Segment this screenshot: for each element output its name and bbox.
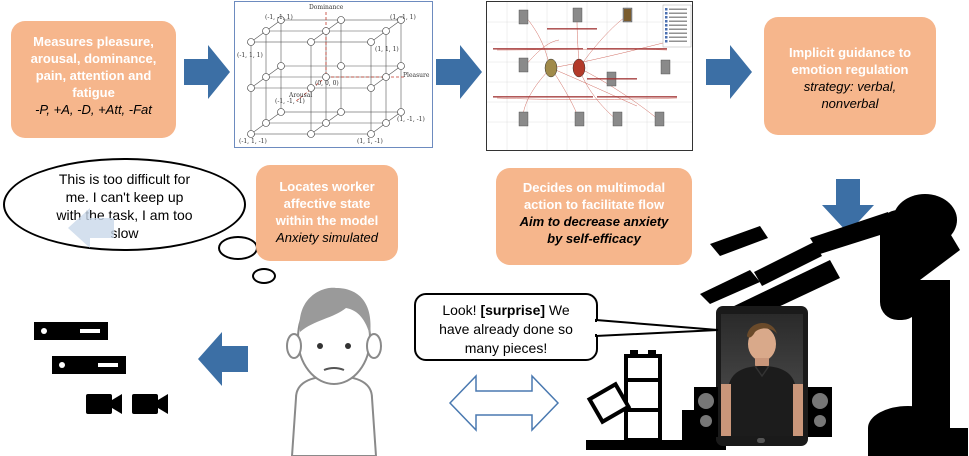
thought-dot-large [218,236,258,260]
corner-label-c2: (1, -1, 1) [390,14,416,21]
faded-arrow [68,208,114,248]
thought-line4: slow [110,225,139,241]
decides-line2: action to facilitate flow [523,197,665,212]
measures-box: Measures pleasure, arousal, dominance, p… [11,21,176,138]
locates-line3: within the model [275,213,379,228]
speech-line1-post: We [545,302,570,318]
arrow-right-1 [184,45,230,99]
origin-label: (0, 0, 0) [315,80,339,87]
axis-dominance: Dominance [309,4,344,11]
corner-label-c6: (1, -1, -1) [397,116,425,123]
sensors-icon [34,322,168,414]
axis-pleasure: Pleasure [403,72,430,79]
pad-cube-diagram [247,12,405,138]
network-diagram [487,2,692,150]
measures-line4: fatigue [72,85,115,100]
arrow-left [198,332,248,386]
guidance-italic1: strategy: verbal, [803,79,897,94]
thought-bubble: This is too difficult for me. I can't ke… [3,158,246,251]
corner-label-c3: (-1, 1, 1) [237,52,263,59]
speaker-left [694,387,718,437]
locates-box: Locates worker affective state within th… [256,165,398,261]
measures-line3: pain, attention and [35,68,152,83]
speech-bubble: Look! [surprise] We have already done so… [414,293,598,361]
person-figure [286,287,382,456]
decides-line1: Decides on multimodal [522,180,666,195]
double-arrow [448,374,560,432]
axis-arousal: Arousal [289,92,313,99]
speaker-right [808,387,832,437]
corner-label-c7: (-1, 1, -1) [239,138,267,145]
decides-box: Decides on multimodal action to facilita… [496,168,692,265]
guidance-line2: emotion regulation [791,62,909,77]
guidance-box: Implicit guidance to emotion regulation … [764,17,936,135]
tablet [716,306,808,446]
speech-line3: many pieces! [464,340,548,356]
speech-bubble-tail [594,318,719,338]
guidance-italic2: nonverbal [821,96,879,111]
corner-label-c1: (-1, -1, 1) [265,14,293,21]
locates-line2: affective state [283,196,371,211]
measures-italic: -P, +A, -D, +Att, -Fat [35,102,152,117]
thought-line2: me. I can't keep up [65,189,184,205]
decides-italic1: Aim to decrease anxiety [519,214,669,229]
arrow-down [822,179,874,233]
speech-line2: have already done so [439,321,573,337]
locates-line1: Locates worker [279,179,375,194]
corner-label-c5: (-1, -1, -1) [275,98,305,105]
arrow-right-3 [706,45,752,99]
robot-arm [700,194,968,456]
corner-label-c8: (1, 1, -1) [357,138,383,145]
tablet-home-button [757,438,765,443]
speech-emphasis: [surprise] [480,302,546,318]
measures-line1: Measures pleasure, [33,34,154,49]
corner-label-c4: (1, 1, 1) [375,46,399,53]
decides-italic2: by self-efficacy [547,231,641,246]
pad-cube-panel: Dominance Pleasure Arousal (0, 0, 0) (-1… [234,1,433,148]
measures-line2: arousal, dominance, [30,51,157,66]
speech-line1-pre: Look! [442,302,481,318]
thought-dot-small [252,268,276,284]
network-panel [486,1,693,151]
avatar-figure [721,322,803,436]
avatar-screen [721,314,803,436]
arrow-right-2 [436,45,482,99]
guidance-line1: Implicit guidance to [788,45,912,60]
locates-italic: Anxiety simulated [276,230,378,245]
thought-line1: This is too difficult for [58,171,191,187]
